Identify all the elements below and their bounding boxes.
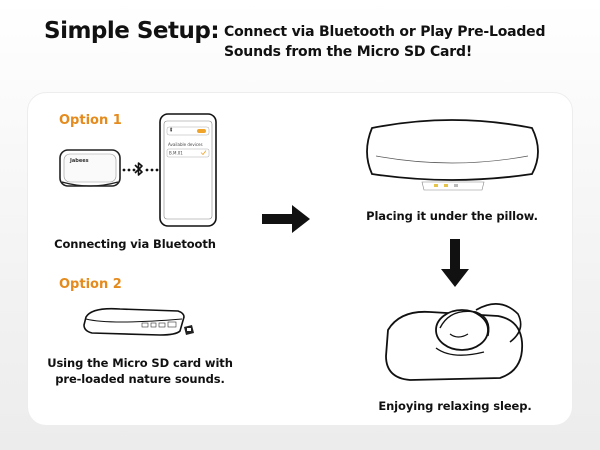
pillow-caption: Placing it under the pillow. [366, 209, 538, 223]
option-2-caption-line-2: pre-loaded nature sounds. [55, 372, 225, 386]
connection-dots-left [122, 168, 136, 172]
sleep-caption: Enjoying relaxing sleep. [378, 399, 532, 413]
phone-device-name: B.M.01 [169, 151, 183, 156]
sleeping-person-illustration [385, 303, 523, 381]
option-2-caption: Using the Micro SD card with pre-loaded … [40, 355, 240, 387]
phone-list-header: Available devices [168, 142, 203, 147]
option-2-label: Option 2 [59, 277, 122, 292]
option-1-caption: Connecting via Bluetooth [54, 237, 216, 251]
bluetooth-icon [134, 162, 143, 176]
arrow-right-icon [262, 205, 310, 233]
option-1-label: Option 1 [59, 113, 122, 128]
speaker-brand-label: Jabees [69, 158, 89, 164]
arrow-down-icon [441, 239, 469, 287]
connection-dots-right [145, 168, 159, 172]
page-subtitle: Connect via Bluetooth or Play Pre-Loaded… [224, 24, 546, 60]
pillow-with-speaker-illustration [366, 119, 539, 191]
bluetooth-speaker-illustration: Jabees [59, 149, 121, 187]
option-2-caption-line-1: Using the Micro SD card with [47, 356, 233, 370]
smartphone-illustration: Available devices B.M.01 [159, 113, 217, 227]
speaker-sd-card-illustration [83, 307, 194, 336]
page-title: Simple Setup: [44, 18, 220, 44]
